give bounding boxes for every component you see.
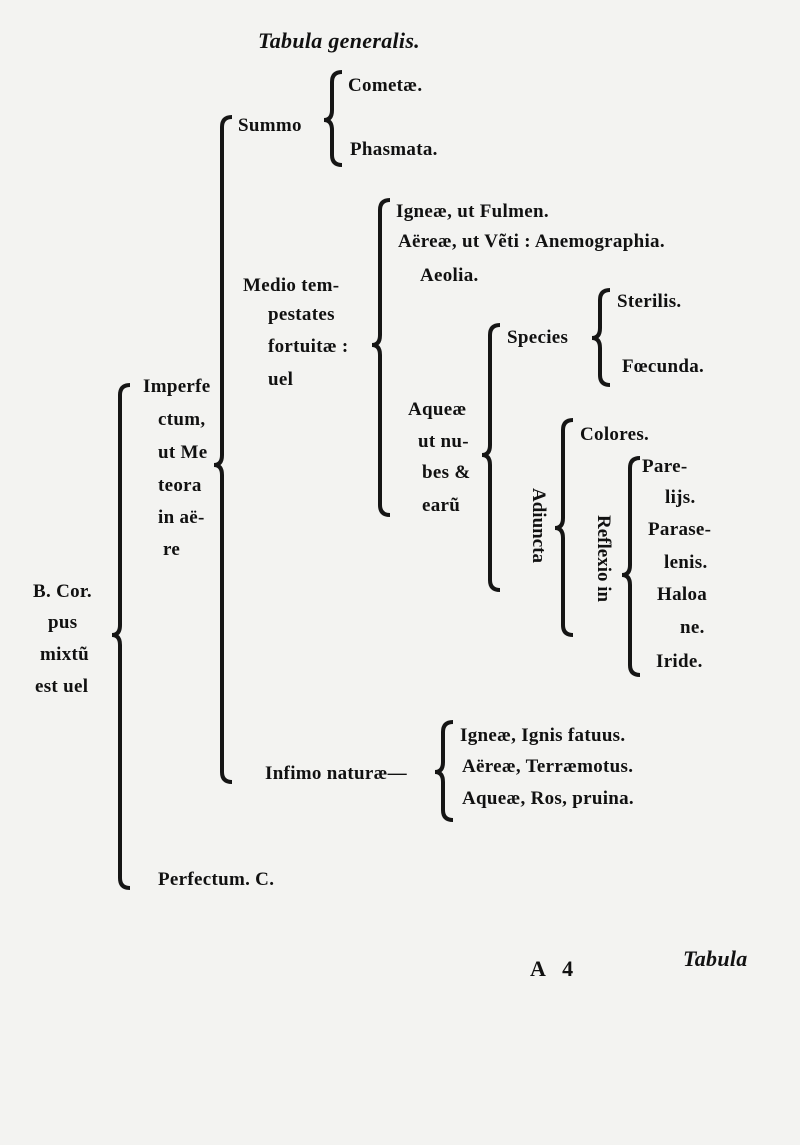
infimo-item: Aqueæ, Ros, pruina. [462,788,634,809]
page-title: Tabula generalis. [258,28,420,53]
root-label: pus [48,612,78,633]
root-label: mixtũ [40,644,89,665]
species-item: Fœcunda. [622,356,705,377]
infimo-item: Aëreæ, Terræmotus. [462,756,634,777]
medio-brace [371,198,391,517]
species-item: Sterilis. [617,291,682,312]
aquea-brace [481,323,501,592]
adiuncta-brace [554,418,574,637]
imperfectum-brace [213,115,233,784]
signature-mark: A 4 [530,956,580,981]
aquea-label: bes & [422,462,471,483]
ignea-item: Igneæ, ut Fulmen. [396,201,549,222]
reflexio-item: ne. [680,617,705,638]
aerea-item: Aeolia. [420,265,479,286]
reflexio-item: Parase- [648,519,712,540]
aerea-item: Aëreæ, ut Vẽti : Anemographia. [398,231,665,252]
imperfectum-label: ctum, [158,409,206,430]
imperfectum-label: re [163,539,181,560]
infimo-label: Infimo naturæ— [265,763,407,784]
colores-item: Colores. [580,424,650,445]
summo-label: Summo [238,115,302,136]
medio-label: Medio tem- [243,275,340,296]
infimo-item: Igneæ, Ignis fatuus. [460,725,626,746]
catchword: Tabula [683,946,748,971]
reflexio-item: Haloa [657,584,708,605]
summo-item: Phasmata. [350,139,438,160]
medio-label: fortuitæ : [268,336,349,357]
aquea-label: ut nu- [418,431,469,452]
imperfectum-label: in aë- [158,507,205,528]
species-label: Species [507,327,569,348]
root-label: B. Cor. [33,581,92,602]
medio-label: uel [268,369,294,390]
reflexio-brace [621,456,641,677]
imperfectum-label: Imperfe [143,376,211,397]
species-brace [591,288,611,387]
root-brace [111,383,131,890]
aquea-label: earũ [422,495,461,516]
root-label: est uel [35,676,89,697]
imperfectum-label: teora [158,475,202,496]
perfectum-label: Perfectum. C. [158,869,275,890]
adiuncta-label: Adiuncta [528,488,549,563]
reflexio-item: lijs. [665,487,696,508]
aquea-label: Aqueæ [408,399,467,420]
infimo-brace [434,720,454,822]
reflexio-item: lenis. [664,552,708,573]
reflexio-item: Pare- [642,456,688,477]
reflexio-label: Reflexio in [593,515,614,603]
summo-brace [323,70,343,167]
summo-item: Cometæ. [348,75,423,96]
medio-label: pestates [268,304,335,325]
reflexio-item: Iride. [656,651,703,672]
imperfectum-label: ut Me [158,442,208,463]
